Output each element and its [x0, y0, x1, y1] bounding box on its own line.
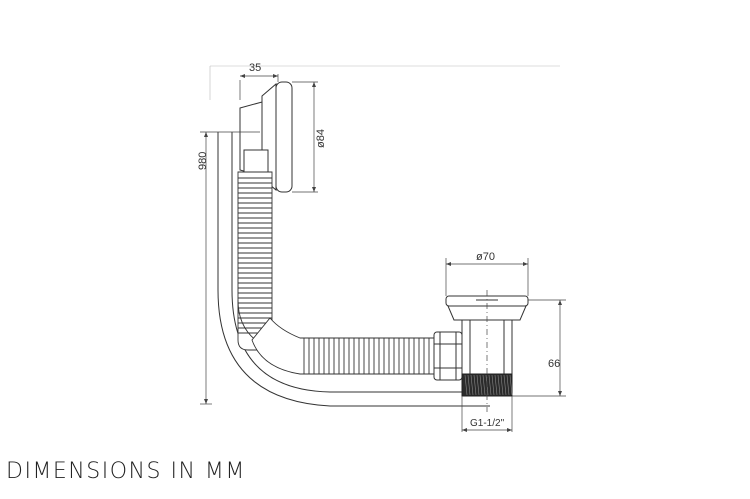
- thread-line: [509, 374, 513, 396]
- thread-line: [482, 374, 486, 396]
- thread-line: [503, 374, 507, 396]
- overflow-head: [239, 81, 293, 193]
- dim-thread: G1-1/2": [470, 418, 505, 429]
- dim-waste-diameter: ø70: [476, 251, 495, 263]
- thread-line: [506, 374, 510, 396]
- thread-line: [479, 374, 483, 396]
- thread-line: [470, 374, 474, 396]
- dimensions-caption: DIMENSIONS IN MM: [6, 459, 246, 484]
- control-cable: [217, 132, 490, 407]
- drawing-frame: [209, 65, 560, 100]
- thread-line: [488, 374, 492, 396]
- thread-line: [473, 374, 477, 396]
- thread-line: [464, 374, 468, 396]
- dimension-lines: [200, 74, 566, 432]
- dim-cable-length: 980: [197, 152, 209, 170]
- thread-line: [497, 374, 501, 396]
- thread-line: [467, 374, 471, 396]
- thread-line: [494, 374, 498, 396]
- horizontal-hose: [251, 317, 435, 375]
- dim-overflow-diameter: ø84: [315, 129, 327, 148]
- connector-nut: [433, 331, 463, 381]
- thread-line: [500, 374, 504, 396]
- thread-line: [476, 374, 480, 396]
- dimension-arrows: [204, 74, 562, 432]
- dim-overflow-depth: 35: [249, 62, 261, 74]
- thread-line: [491, 374, 495, 396]
- dim-waste-height: 66: [548, 358, 560, 370]
